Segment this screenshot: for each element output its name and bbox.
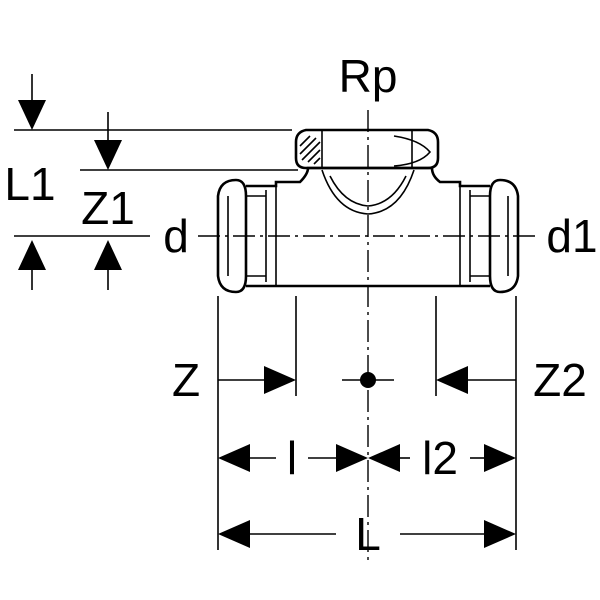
dimension-l2 <box>368 444 516 472</box>
label-z2: Z2 <box>533 354 587 406</box>
label-d: d <box>163 210 189 262</box>
thread-hatch <box>299 135 321 165</box>
label-z: Z <box>172 354 200 406</box>
label-z1: Z1 <box>81 182 135 234</box>
branch-dome <box>321 169 415 215</box>
hex-nut-outline <box>294 128 440 170</box>
extension-lines <box>14 129 517 550</box>
left-press-end <box>216 178 248 294</box>
label-l: l <box>287 432 297 484</box>
dimension-z2 <box>436 366 516 394</box>
dimension-z1 <box>94 112 122 290</box>
label-d1: d1 <box>546 210 597 262</box>
hex-face-curve <box>393 135 432 167</box>
right-press-end <box>488 178 520 294</box>
label-rp: Rp <box>339 50 398 102</box>
dimension-total-l <box>218 520 516 548</box>
dimension-l1 <box>18 74 46 290</box>
label-total-l: L <box>355 508 381 560</box>
label-l1: L1 <box>4 158 55 210</box>
label-l2: l2 <box>422 432 458 484</box>
dimension-l <box>218 444 368 472</box>
dimension-z <box>218 366 296 394</box>
branch-dome-inner <box>329 175 407 207</box>
threaded-branch <box>294 128 440 215</box>
